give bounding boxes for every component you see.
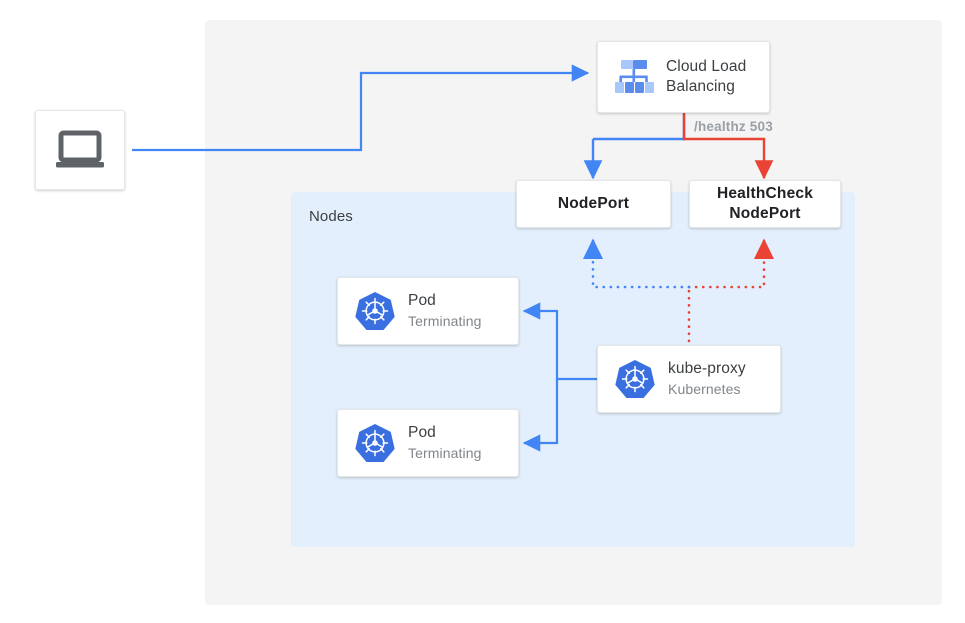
pod-2-title: Pod <box>408 424 436 441</box>
pod-node-1[interactable]: Pod Terminating <box>337 277 519 345</box>
pod-2-status: Terminating <box>408 445 482 461</box>
kubernetes-icon <box>612 358 658 400</box>
healthz-edge-label: /healthz 503 <box>694 119 773 134</box>
pod-2-text: Pod Terminating <box>408 423 481 463</box>
kube-proxy-title: kube-proxy <box>668 360 746 377</box>
kube-proxy-text: kube-proxy Kubernetes <box>668 359 746 399</box>
healthcheck-nodeport-label-line1: HealthCheck <box>716 185 814 202</box>
pod-1-title: Pod <box>408 292 436 309</box>
kubernetes-icon <box>352 290 398 332</box>
kubernetes-icon <box>352 422 398 464</box>
cloud-load-balancing-text: Cloud Load Balancing <box>666 57 746 97</box>
pod-1-status: Terminating <box>408 313 482 329</box>
nodes-panel-label: Nodes <box>309 208 353 225</box>
clb-title-line2: Balancing <box>666 78 735 95</box>
pod-1-text: Pod Terminating <box>408 291 481 331</box>
healthcheck-nodeport-node[interactable]: HealthCheck NodePort <box>689 180 841 228</box>
pod-node-2[interactable]: Pod Terminating <box>337 409 519 477</box>
kube-proxy-node[interactable]: kube-proxy Kubernetes <box>597 345 781 413</box>
nodeport-node[interactable]: NodePort <box>516 180 671 228</box>
cloud-load-balancing-icon <box>610 57 658 97</box>
cloud-load-balancing-node[interactable]: Cloud Load Balancing <box>597 41 770 113</box>
client-node[interactable] <box>35 110 125 190</box>
kube-proxy-subtitle: Kubernetes <box>668 381 741 397</box>
clb-title-line1: Cloud Load <box>666 58 747 75</box>
healthcheck-nodeport-label-line2: NodePort <box>729 205 801 222</box>
nodeport-label: NodePort <box>557 195 630 212</box>
laptop-icon <box>53 128 107 172</box>
